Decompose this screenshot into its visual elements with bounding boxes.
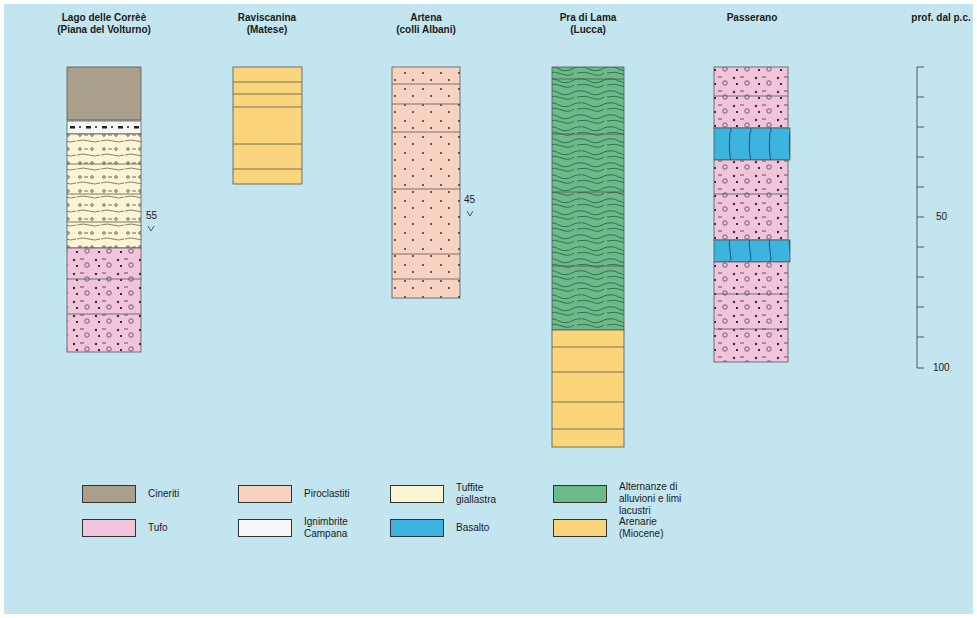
legend-text: Tuffite giallastra xyxy=(456,482,518,506)
legend-swatch xyxy=(238,519,292,537)
legend-text: Piroclastiti xyxy=(304,488,374,500)
legend-text: Alternanze di alluvioni e limi lacustri xyxy=(619,481,701,517)
column-heading: Raviscanina xyxy=(238,12,296,24)
legend-swatch xyxy=(390,519,444,537)
depth-number: 100 xyxy=(933,362,950,374)
column-heading: Pra di Lama xyxy=(560,12,617,24)
column-heading: (colli Albani) xyxy=(396,24,456,36)
background-panel: Lago delle Corrèè(Piana del Volturno) Rav… xyxy=(4,4,973,614)
legend-swatch xyxy=(553,519,607,537)
depth-number: 50 xyxy=(936,211,947,223)
column-heading: (Matese) xyxy=(247,24,288,36)
column-heading: (Piana del Volturno) xyxy=(57,24,151,36)
legend-swatch xyxy=(82,485,136,503)
legend-swatch xyxy=(238,485,292,503)
column-heading: Artena xyxy=(410,12,442,24)
legend-swatch xyxy=(553,485,607,503)
column-heading: Passerano xyxy=(727,12,778,24)
legend-text: Tufo xyxy=(148,522,218,534)
legend-swatch xyxy=(82,519,136,537)
legend-text: Ignimbrite Campana xyxy=(304,516,366,540)
legend-text: Cineriti xyxy=(148,488,218,500)
depth-number: 45 xyxy=(464,194,475,206)
legend-text: Basalto xyxy=(456,522,518,534)
column-heading: Lago delle Corrèè xyxy=(62,12,146,24)
column-heading: (Lucca) xyxy=(570,24,606,36)
legend-text: Arenarie (Miocene) xyxy=(619,516,689,540)
column-heading: prof. dal p.c. xyxy=(911,12,970,24)
depth-number: 55 xyxy=(146,210,157,222)
legend-swatch xyxy=(390,485,444,503)
